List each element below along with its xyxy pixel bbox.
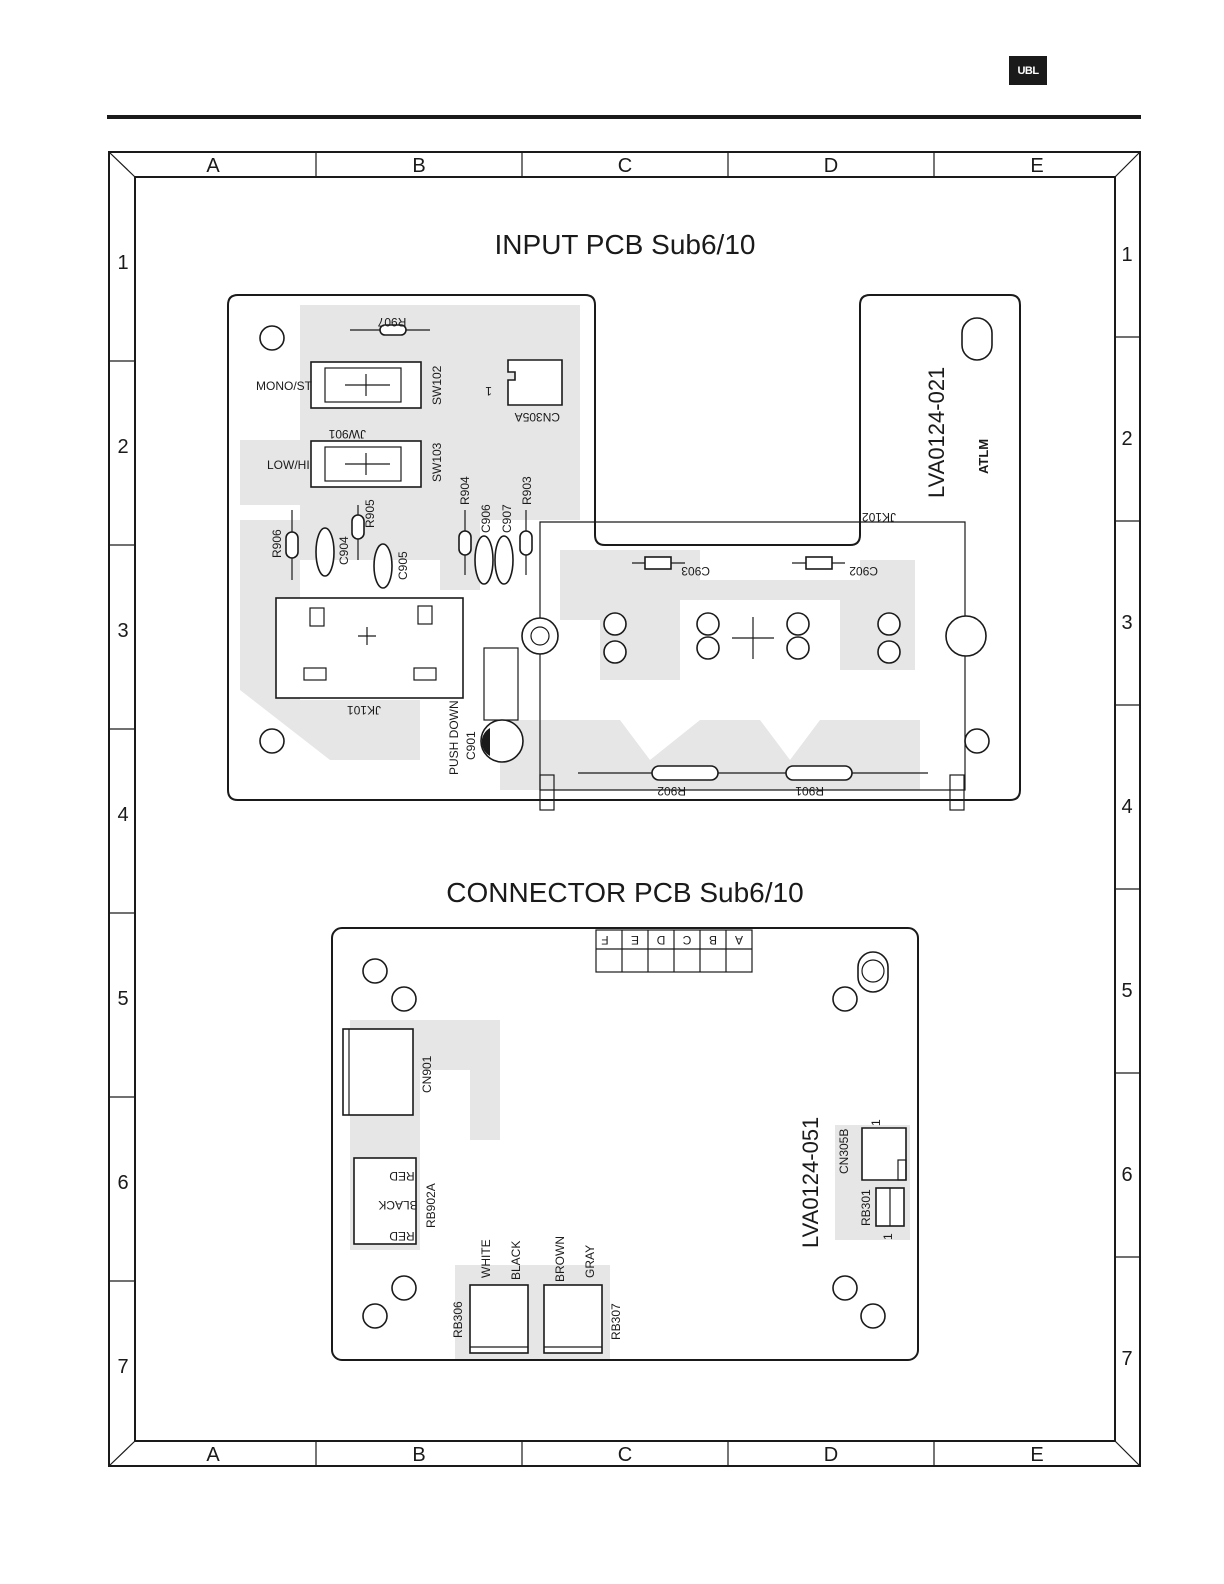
label-sw102: SW102 — [430, 365, 444, 405]
row-label-2-left: 2 — [117, 436, 128, 458]
label-c904: C904 — [337, 536, 351, 565]
label-cn305a: CN305A — [515, 410, 560, 424]
label-mono-st: MONO/ST — [256, 379, 313, 393]
label-r905: R905 — [363, 499, 377, 528]
label-red-bottom: RED — [389, 1229, 415, 1243]
col-label-c-top: C — [618, 155, 632, 177]
col-label-a-bottom: A — [206, 1444, 220, 1466]
label-cn305b: CN305B — [837, 1129, 851, 1174]
col-label-e-top: E — [1030, 155, 1043, 177]
label-rb307: RB307 — [609, 1303, 623, 1340]
label-white: WHITE — [479, 1239, 493, 1278]
drawing-frame — [108, 151, 1141, 1467]
col-label-b-top: B — [412, 155, 425, 177]
label-c903: C903 — [681, 564, 710, 578]
input-pcb-title: INPUT PCB Sub6/10 — [495, 229, 756, 260]
label-low-hi: LOW/HI — [267, 458, 310, 472]
header-pin-c: C — [682, 933, 691, 947]
label-c907: C907 — [500, 504, 514, 533]
row-label-6-left: 6 — [117, 1172, 128, 1194]
row-label-6-right: 6 — [1121, 1164, 1132, 1186]
label-r901: R901 — [795, 784, 824, 798]
row-label-3-left: 3 — [117, 620, 128, 642]
col-label-e-bottom: E — [1030, 1444, 1043, 1466]
label-r907: R907 — [377, 315, 406, 329]
label-sw103: SW103 — [430, 442, 444, 482]
label-jw901: JW901 — [328, 427, 366, 441]
header-pin-b: B — [709, 933, 717, 947]
input-board-marking: ATLM — [976, 439, 991, 474]
label-c902: C902 — [849, 564, 878, 578]
label-r902: R902 — [657, 784, 686, 798]
col-label-b-bottom: B — [412, 1444, 425, 1466]
row-label-1-right: 1 — [1121, 244, 1132, 266]
label-black: BLACK — [378, 1198, 417, 1212]
label-rb902a: RB902A — [424, 1183, 438, 1228]
label-r906: R906 — [270, 529, 284, 558]
row-label-7-left: 7 — [117, 1356, 128, 1378]
label-black-2: BLACK — [509, 1241, 523, 1280]
label-push-down: PUSH DOWN — [447, 700, 461, 775]
connector-pcb-board — [331, 927, 919, 1361]
row-label-4-right: 4 — [1121, 796, 1132, 818]
input-board-code: LVA0124-021 — [924, 367, 949, 498]
header-pin-e: E — [631, 933, 639, 947]
label-rb306: RB306 — [451, 1301, 465, 1338]
row-label-5-left: 5 — [117, 988, 128, 1010]
header-rule — [107, 115, 1141, 119]
label-r903: R903 — [520, 476, 534, 505]
label-brown: BROWN — [553, 1236, 567, 1282]
header-pin-f: F — [601, 933, 608, 947]
input-pcb-board — [227, 294, 1021, 811]
col-label-a-top: A — [206, 155, 220, 177]
label-jk101: JK101 — [347, 703, 381, 717]
row-label-7-right: 7 — [1121, 1348, 1132, 1370]
jbl-logo: UBL — [1009, 56, 1047, 85]
header-pin-a: A — [735, 933, 743, 947]
label-gray: GRAY — [583, 1245, 597, 1278]
row-label-2-right: 2 — [1121, 428, 1132, 450]
label-rb301-pin1: 1 — [881, 1233, 895, 1240]
label-r904: R904 — [458, 476, 472, 505]
row-label-1-left: 1 — [117, 252, 128, 274]
label-rb301: RB301 — [859, 1189, 873, 1226]
label-red-top: RED — [389, 1169, 415, 1183]
label-c901: C901 — [464, 731, 478, 760]
row-label-4-left: 4 — [117, 804, 128, 826]
label-cn305b-pin1: 1 — [869, 1119, 883, 1126]
label-c905: C905 — [396, 551, 410, 580]
label-cn901: CN901 — [420, 1055, 434, 1093]
col-label-d-top: D — [824, 155, 838, 177]
label-cn305a-pin1: 1 — [485, 384, 492, 398]
row-label-3-right: 3 — [1121, 612, 1132, 634]
label-c906: C906 — [479, 504, 493, 533]
row-label-5-right: 5 — [1121, 980, 1132, 1002]
col-label-d-bottom: D — [824, 1444, 838, 1466]
col-label-c-bottom: C — [618, 1444, 632, 1466]
connector-board-code: LVA0124-051 — [798, 1117, 823, 1248]
header-pin-d: D — [656, 933, 665, 947]
connector-pcb-title: CONNECTOR PCB Sub6/10 — [446, 877, 803, 908]
label-jk102: JK102 — [862, 510, 896, 524]
